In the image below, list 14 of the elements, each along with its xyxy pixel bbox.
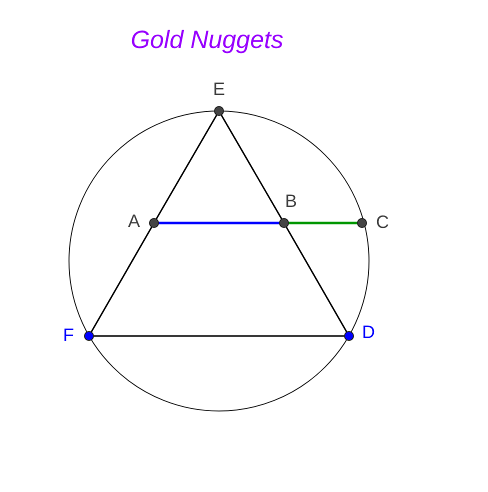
title: Gold Nuggets — [130, 26, 284, 55]
point-label: E — [213, 79, 226, 99]
line-segment — [90, 226, 153, 333]
line-segment — [288, 222, 358, 224]
line-segment — [285, 226, 348, 333]
line-segment — [158, 222, 280, 224]
point-label: B — [285, 191, 298, 211]
point-label: C — [376, 212, 389, 232]
line-segment — [220, 114, 283, 220]
line-segment — [155, 114, 218, 220]
line-segment — [93, 335, 345, 337]
point-label: D — [362, 322, 375, 342]
point-label: A — [128, 211, 140, 231]
point-label: F — [63, 325, 74, 345]
